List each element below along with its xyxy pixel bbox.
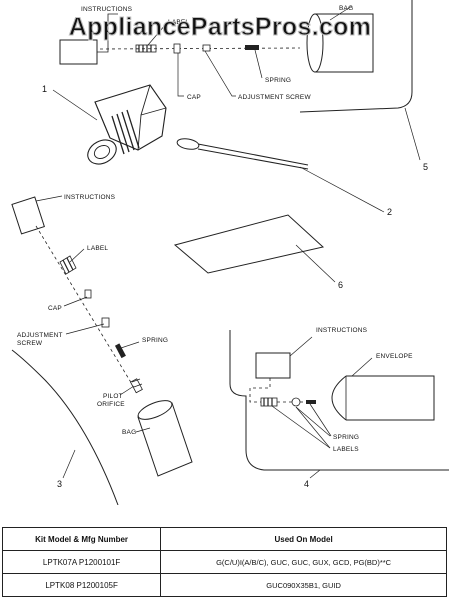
group-5-outline <box>299 0 413 113</box>
label-label-top: LABEL <box>168 19 189 26</box>
group-3-outline <box>11 349 119 505</box>
orifice-label: ORIFICE <box>97 401 125 408</box>
spring-label-br: SPRING <box>333 434 359 441</box>
callout-6: 6 <box>338 280 343 290</box>
instructions-sheet-top <box>59 39 98 65</box>
envelope-label-br: ENVELOPE <box>376 353 413 360</box>
callout-1: 1 <box>42 84 47 94</box>
bag-top <box>306 13 374 73</box>
adjustment-screw-label-top: ADJUSTMENT SCREW <box>238 94 311 101</box>
callout-2: 2 <box>387 207 392 217</box>
watermark: AppliancePartsPros.com <box>69 13 372 41</box>
callout-5: 5 <box>423 162 428 172</box>
instructions-label-top: INSTRUCTIONS <box>81 6 133 13</box>
cap-top <box>173 43 181 54</box>
cap-label-left: CAP <box>48 305 62 312</box>
spring-label-top: SPRING <box>265 77 291 84</box>
instructions-sheet-left <box>11 196 45 235</box>
spring-br <box>306 400 316 404</box>
envelope <box>331 375 435 421</box>
adjustment-screw-left <box>101 317 110 328</box>
kit-model-table: Kit Model & Mfg Number Used On Model LPT… <box>1 527 447 597</box>
lp-fitting <box>87 84 167 165</box>
pilot-orifice <box>129 378 143 394</box>
pilot-label: PILOT <box>103 393 123 400</box>
instructions-label-left: INSTRUCTIONS <box>64 194 116 201</box>
spring-label-left: SPRING <box>142 337 168 344</box>
used-on-model-cell: GUC090X35B1, GUID <box>160 573 447 597</box>
labels-label-br: LABELS <box>333 446 359 453</box>
kit-model-cell: LPTK07A P1200101F <box>1 550 162 574</box>
bag-label-top: BAG <box>339 5 353 12</box>
column-header-used-on: Used On Model <box>160 527 447 551</box>
callout-3: 3 <box>57 479 62 489</box>
used-on-model-cell: G(C/U)I(A/B/C), GUC, GUC, GUX, GCD, PG(B… <box>160 550 447 574</box>
cable-tie <box>176 138 309 170</box>
callout-4: 4 <box>304 479 309 489</box>
label-coil-top <box>135 44 157 53</box>
bag-label-left: BAG <box>122 429 136 436</box>
parts-diagram: INSTRUCTIONS LABEL BAG SPRING CAP ADJUST… <box>11 0 449 505</box>
adjustment-label-left: ADJUSTMENT <box>17 332 63 339</box>
cap-label-top: CAP <box>187 94 201 101</box>
column-header-kit: Kit Model & Mfg Number <box>1 527 162 551</box>
group-4-outline <box>229 330 449 471</box>
table-header-row: Kit Model & Mfg Number Used On Model <box>1 527 447 551</box>
label-coil-br <box>260 397 278 407</box>
instructions-label-br: INSTRUCTIONS <box>316 327 368 334</box>
screw-label-left: SCREW <box>17 340 43 347</box>
spring-left <box>114 343 126 359</box>
instructions-sheet-br <box>255 352 291 379</box>
cap-left <box>84 289 92 299</box>
adjustment-screw-top <box>202 44 211 52</box>
table-row: LPTK08 P1200105F GUC090X35B1, GUID <box>1 573 447 597</box>
bag-left <box>137 400 193 477</box>
adjustment-screw-br <box>291 397 301 407</box>
kit-model-cell: LPTK08 P1200105F <box>1 573 162 597</box>
spring-top <box>245 45 259 50</box>
flat-sheet <box>173 214 325 274</box>
label-label-left: LABEL <box>87 245 108 252</box>
table-row: LPTK07A P1200101F G(C/U)I(A/B/C), GUC, G… <box>1 550 447 574</box>
